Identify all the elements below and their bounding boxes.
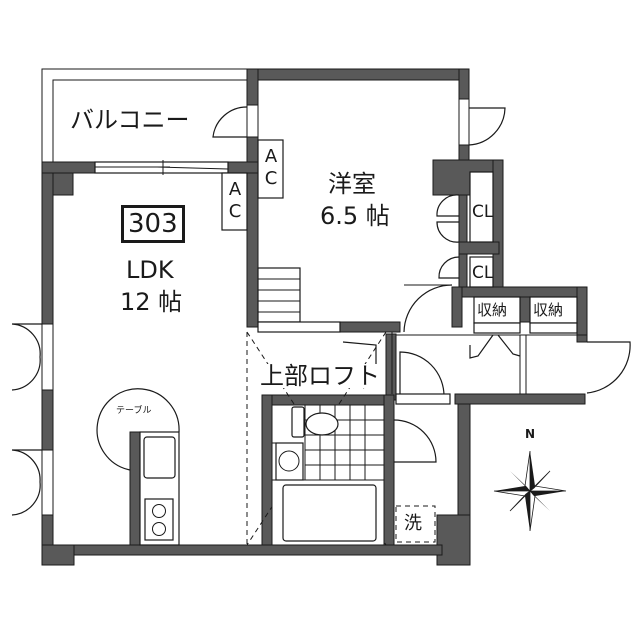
sliding-window xyxy=(94,160,229,175)
storage-boxes xyxy=(221,139,587,405)
unit-number-badge: 303 xyxy=(121,205,185,243)
western-room-size: 6.5 帖 xyxy=(320,202,390,230)
bathroom-fixtures xyxy=(271,404,385,546)
doors xyxy=(11,98,631,516)
ldk-size: 12 帖 xyxy=(120,288,183,316)
unit-number: 303 xyxy=(121,205,185,243)
closet-label-1: CL xyxy=(472,202,494,222)
stairs xyxy=(257,267,341,333)
compass-north-label: N xyxy=(525,427,536,441)
storage-label-1: 収納 xyxy=(477,301,508,319)
kitchen xyxy=(96,388,180,546)
washer-space xyxy=(395,505,436,543)
balcony-label: バルコニー xyxy=(70,106,190,134)
washer-label: 洗 xyxy=(404,513,422,534)
ldk-label: LDK xyxy=(126,256,174,284)
ac-unit-left: A C xyxy=(228,179,242,222)
storage-label-2: 収納 xyxy=(533,301,564,319)
table-label: テーブル xyxy=(116,406,152,416)
compass-rose-icon xyxy=(493,450,567,532)
western-room-label: 洋室 xyxy=(328,170,376,198)
loft-label: 上部ロフト xyxy=(260,362,380,390)
ac-unit-right: A C xyxy=(264,146,278,189)
closet-label-2: CL xyxy=(472,263,494,283)
